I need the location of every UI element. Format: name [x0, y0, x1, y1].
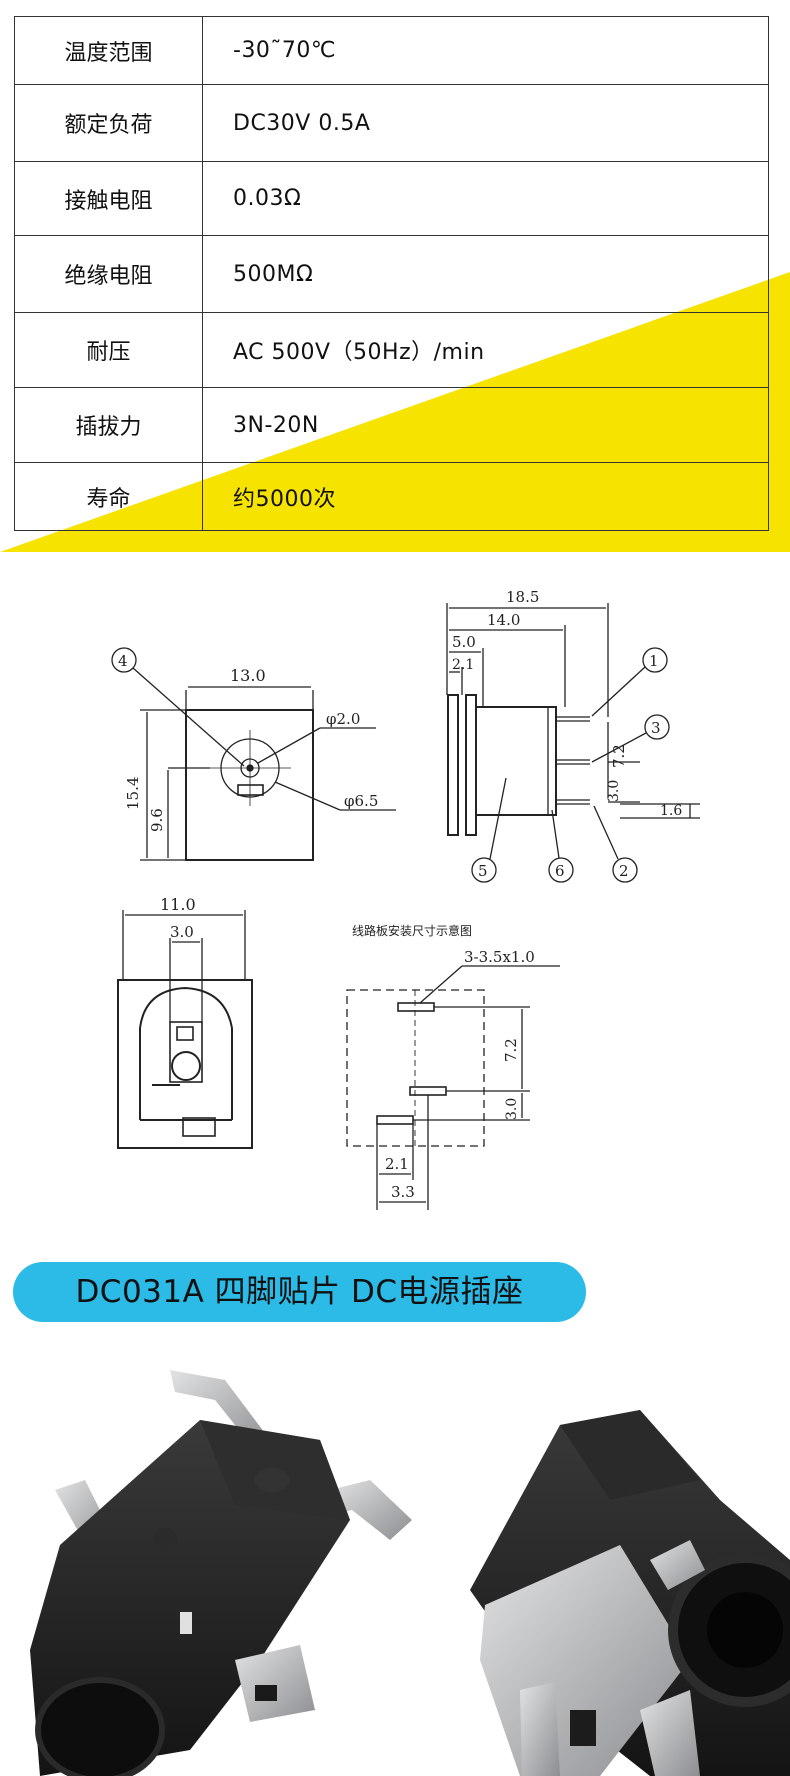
side-pin-low-label: 3.0	[606, 780, 622, 802]
front-view: 13.0 15.4 9.6 φ2.0 φ6.5 4	[111, 647, 396, 861]
spec-key: 绝缘电阻	[14, 235, 203, 313]
pcb-offset-b-label: 3.3	[391, 1183, 415, 1201]
technical-drawings: 13.0 15.4 9.6 φ2.0 φ6.5 4 18.5 14.0	[111, 588, 700, 1210]
spec-key: 插拔力	[14, 387, 203, 463]
side-total-label: 18.5	[506, 588, 539, 606]
spec-row: 温度范围 -30˜70℃	[14, 16, 769, 85]
spec-row: 耐压 AC 500V（50Hz）/min	[14, 312, 769, 388]
side-body-label: 14.0	[487, 611, 520, 629]
spec-value: 500MΩ	[202, 235, 769, 313]
spec-value: 0.03Ω	[202, 161, 769, 236]
callout-6: 6	[555, 862, 565, 880]
spec-row: 绝缘电阻 500MΩ	[14, 235, 769, 313]
pcb-gap-label: 7.2	[502, 1038, 520, 1062]
pcb-low-label: 3.0	[504, 1098, 520, 1120]
callout-5: 5	[478, 862, 488, 880]
spec-key: 额定负荷	[14, 84, 203, 162]
spec-row: 插拔力 3N-20N	[14, 387, 769, 463]
outer-diameter-label: φ6.5	[344, 792, 378, 810]
spec-row: 额定负荷 DC30V 0.5A	[14, 84, 769, 162]
top-inner-label: 3.0	[170, 923, 194, 941]
spec-value: 3N-20N	[202, 387, 769, 463]
front-height-label: 15.4	[124, 777, 142, 810]
callout-2: 2	[619, 862, 629, 880]
spec-value: AC 500V（50Hz）/min	[202, 312, 769, 388]
pcb-caption: 线路板安装尺寸示意图	[352, 923, 472, 938]
spec-value: DC30V 0.5A	[202, 84, 769, 162]
pad-spec-label: 3-3.5x1.0	[464, 948, 535, 966]
front-width-label: 13.0	[230, 666, 266, 685]
pcb-view: 线路板安装尺寸示意图 3-3.5x1.0 7.2 3.0 2.1 3.3	[346, 923, 560, 1210]
inner-diameter-label: φ2.0	[326, 710, 360, 728]
side-lip-label: 2.1	[452, 657, 474, 673]
side-flange-label: 5.0	[452, 633, 476, 651]
spec-row: 寿命 约5000次	[14, 462, 769, 531]
product-title: DC031A 四脚贴片 DC电源插座	[75, 1274, 524, 1310]
spec-value: 约5000次	[202, 462, 769, 531]
connector-right	[470, 1410, 790, 1776]
top-width-label: 11.0	[160, 895, 196, 914]
front-offset-label: 9.6	[148, 808, 166, 832]
spec-value: -30˜70℃	[202, 16, 769, 85]
callout-1: 1	[649, 652, 659, 670]
product-title-banner: DC031A 四脚贴片 DC电源插座	[13, 1262, 586, 1322]
callout-3: 3	[651, 719, 661, 737]
spec-key: 接触电阻	[14, 161, 203, 236]
side-pin-len-label: 1.6	[660, 803, 682, 819]
spec-table: 温度范围 -30˜70℃ 额定负荷 DC30V 0.5A 接触电阻 0.03Ω …	[14, 16, 769, 531]
spec-key: 温度范围	[14, 16, 203, 85]
connector-left	[30, 1370, 412, 1776]
top-view: 11.0 3.0	[117, 895, 253, 1149]
side-view: 18.5 14.0 5.0 2.1 7.2 3.0 1.6 1 3 2 5 6	[446, 588, 700, 883]
product-photo	[30, 1370, 790, 1776]
spec-key: 耐压	[14, 312, 203, 388]
callout-4: 4	[118, 652, 128, 670]
spec-row: 接触电阻 0.03Ω	[14, 161, 769, 236]
spec-key: 寿命	[14, 462, 203, 531]
pcb-offset-a-label: 2.1	[385, 1155, 409, 1173]
